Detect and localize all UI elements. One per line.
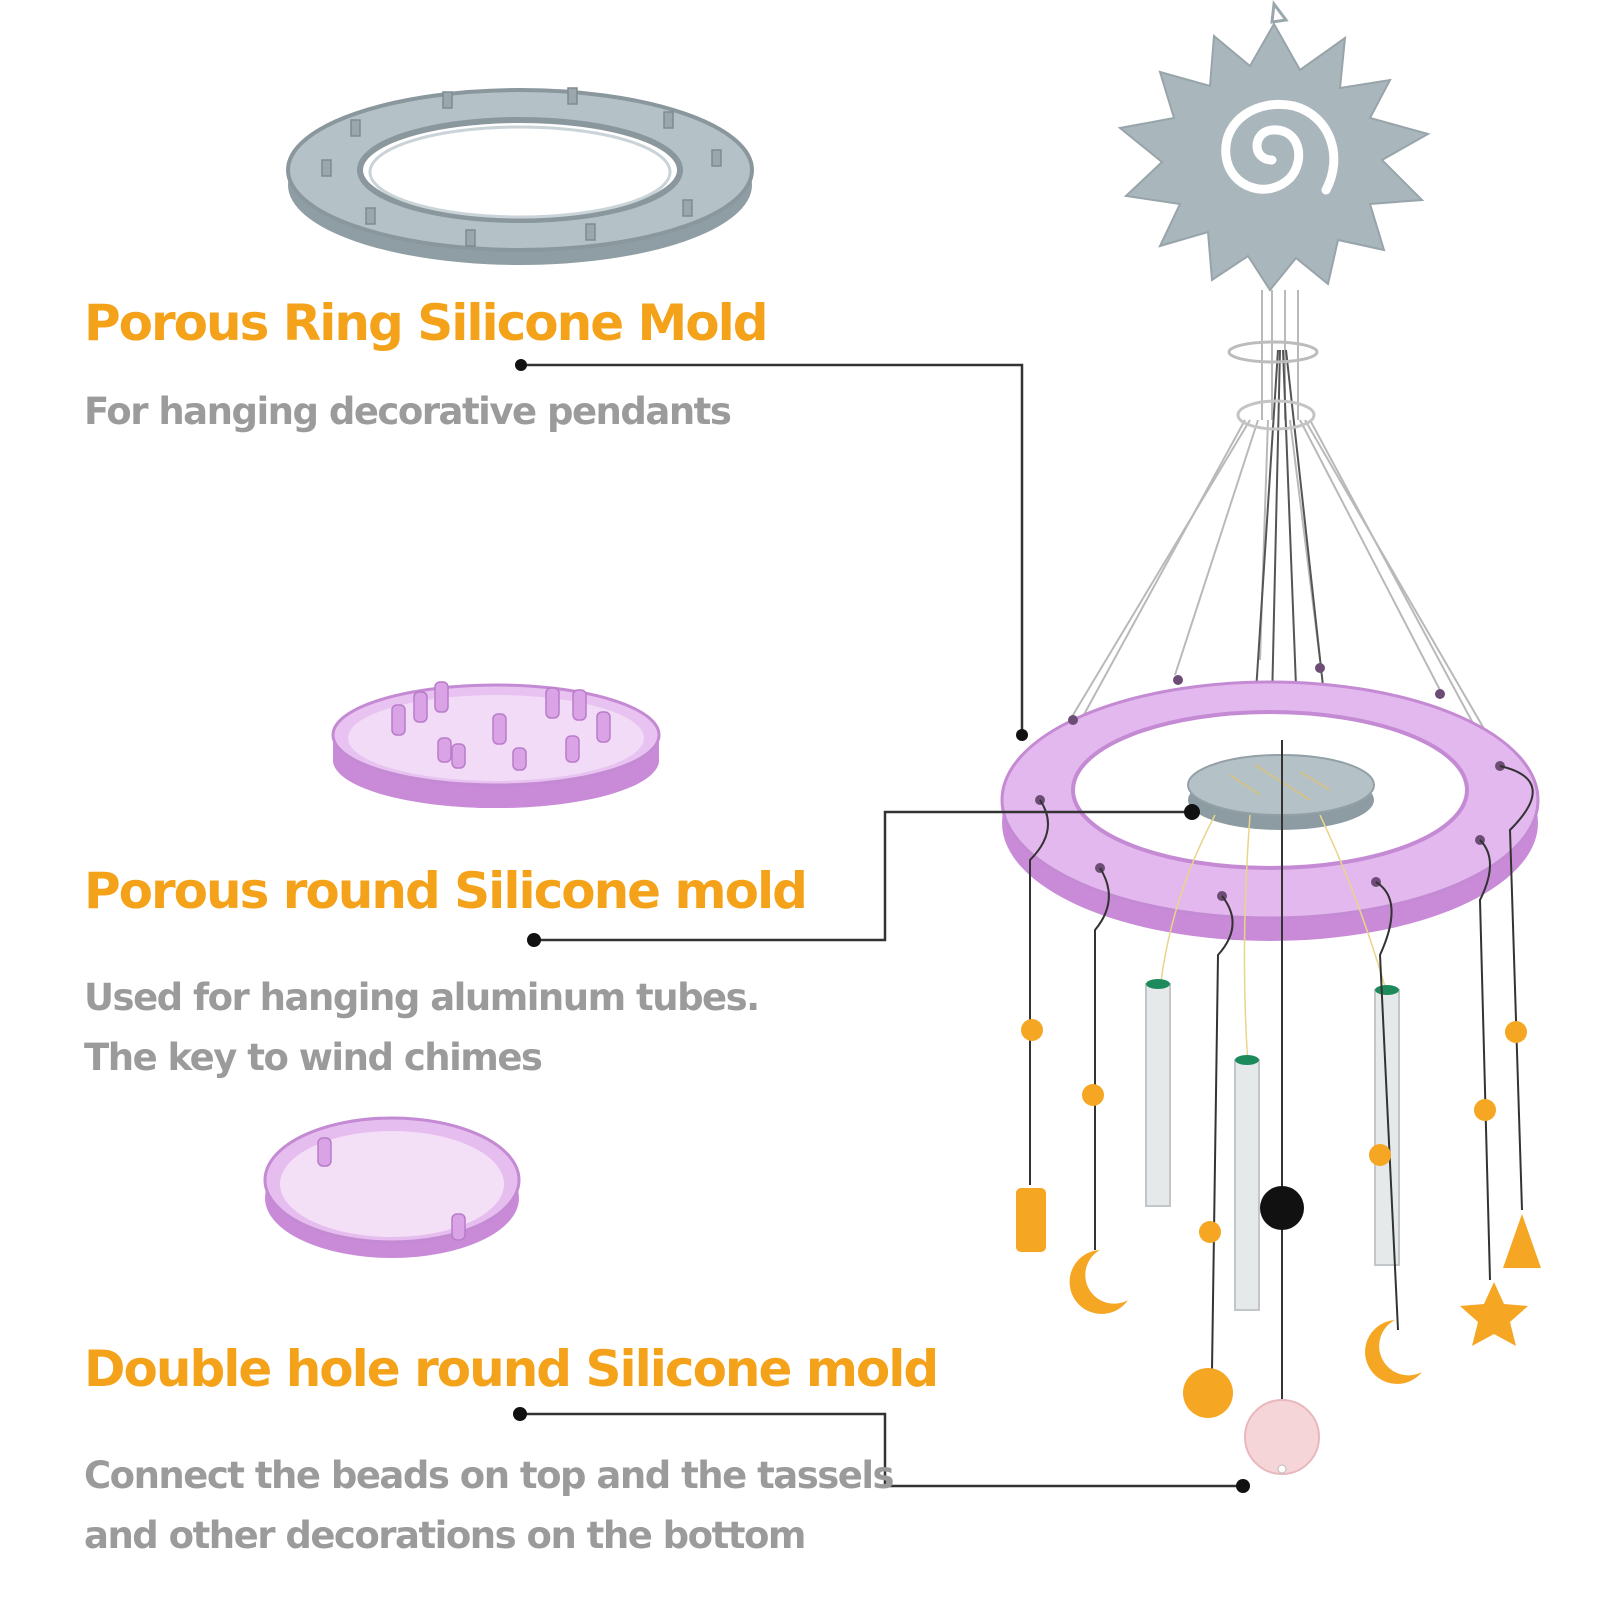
bead-icon: [1021, 1019, 1527, 1243]
moon-icon: [1069, 1250, 1128, 1314]
porous-round-mold-image: [331, 681, 661, 808]
leader-lines: [520, 363, 1243, 1488]
triangle-icon: [1503, 1214, 1541, 1268]
moon-icon: [1365, 1320, 1422, 1384]
ring-mold-description: For hanging decorative pendants: [84, 390, 732, 433]
leader-dots: [513, 359, 1250, 1493]
aluminum-tube-2: [1234, 1055, 1260, 1311]
aluminum-tube-1: [1145, 979, 1171, 1207]
cylinder-icon: [1016, 1188, 1046, 1252]
double-hole-mold-description-line-1: Connect the beads on top and the tassels: [84, 1454, 895, 1497]
round-mold-title: Porous round Silicone mold: [84, 862, 808, 920]
round-mold-description-line-2: The key to wind chimes: [84, 1036, 543, 1079]
double-hole-mold-image: [263, 1116, 521, 1258]
orange-round-pendant: [1183, 1368, 1233, 1418]
double-hole-mold-description-line-2: and other decorations on the bottom: [84, 1514, 806, 1557]
aluminum-tube-3: [1374, 985, 1400, 1266]
ring-mold-title: Porous Ring Silicone Mold: [84, 294, 769, 352]
black-bead: [1260, 1186, 1304, 1230]
sun-pendant-icon: [1117, 0, 1431, 292]
pink-bottom-disc: [1244, 1399, 1320, 1475]
star-icon: [1460, 1282, 1528, 1346]
round-mold-description-line-1: Used for hanging aluminum tubes.: [84, 976, 760, 1019]
porous-ring-mold-image: [286, 87, 754, 265]
double-hole-mold-title: Double hole round Silicone mold: [84, 1340, 939, 1398]
wind-chime-assembly: [1000, 0, 1541, 1475]
